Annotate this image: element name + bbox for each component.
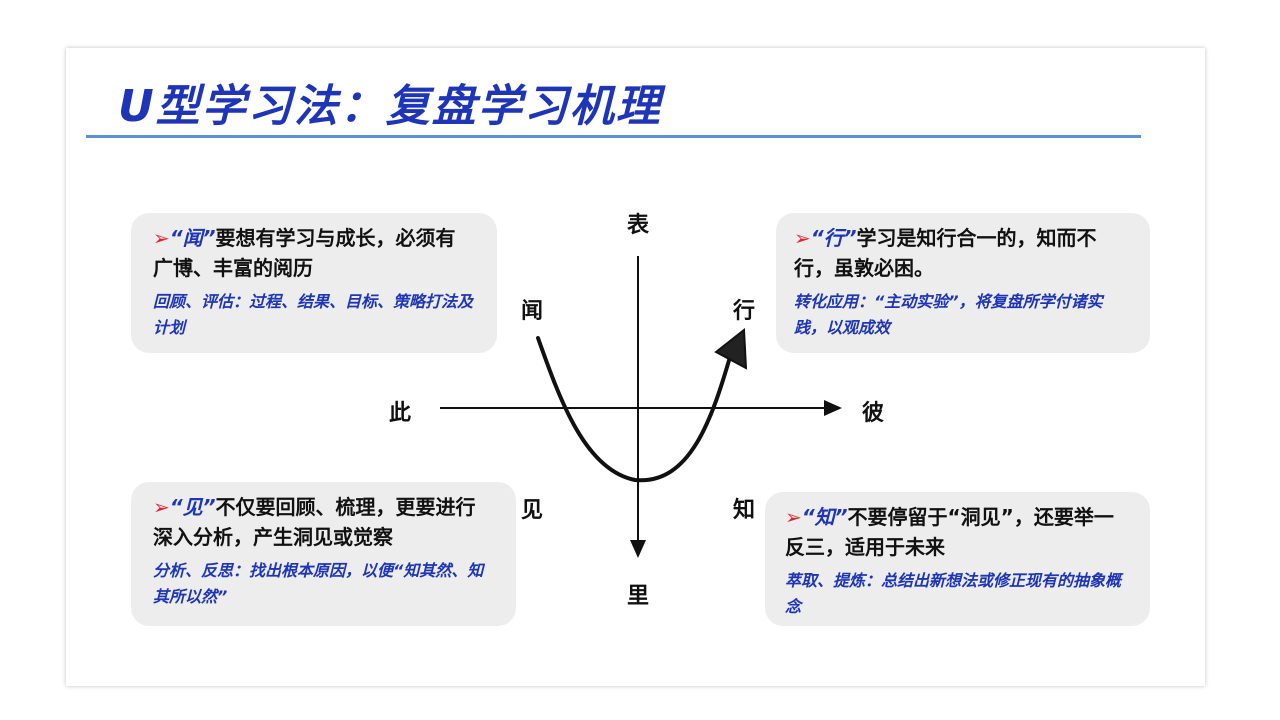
title-divider (86, 135, 1141, 138)
card-jian-key: “见” (169, 495, 216, 519)
card-wen-key: “闻” (169, 226, 216, 250)
card-zhi-heading: ➢“知”不要停留于“洞见”，还要举一反三，适用于未来 (785, 502, 1132, 562)
axis-label-top: 表 (627, 213, 650, 238)
stage-label-jian: 见 (521, 498, 544, 523)
axis-label-left: 此 (389, 401, 412, 426)
card-xing: ➢“行”学习是知行合一的，知而不行，虽敦必困。 转化应用：“主动实验”，将复盘所… (776, 213, 1150, 353)
card-zhi: ➢“知”不要停留于“洞见”，还要举一反三，适用于未来 萃取、提炼：总结出新想法或… (765, 492, 1150, 626)
axis-label-bottom: 里 (627, 584, 650, 609)
stage-label-wen: 闻 (521, 299, 544, 324)
card-wen-subtext: 回顾、评估：过程、结果、目标、策略打法及计划 (153, 292, 474, 337)
bullet-arrow-icon: ➢ (785, 505, 802, 529)
card-zhi-key: “知” (801, 505, 848, 529)
stage-label-xing: 行 (733, 299, 756, 324)
card-xing-heading: ➢“行”学习是知行合一的，知而不行，虽敦必困。 (794, 223, 1132, 283)
card-wen-text: 要想有学习与成长，必须有广博、丰富的阅历 (153, 226, 456, 280)
card-zhi-subtext: 萃取、提炼：总结出新想法或修正现有的抽象概念 (785, 571, 1122, 616)
card-xing-text: 学习是知行合一的，知而不行，虽敦必困。 (794, 226, 1097, 280)
card-xing-key: “行” (810, 226, 857, 250)
page-title: U型学习法：复盘学习机理 (118, 81, 662, 132)
card-jian-subtext: 分析、反思：找出根本原因，以便“知其然、知其所以然” (153, 561, 484, 606)
axis-label-right: 彼 (862, 401, 885, 426)
card-xing-subtext: 转化应用：“主动实验”，将复盘所学付诸实践，以观成效 (794, 292, 1103, 337)
bullet-arrow-icon: ➢ (794, 226, 811, 250)
bullet-arrow-icon: ➢ (153, 495, 170, 519)
card-jian-text: 不仅要回顾、梳理，更要进行深入分析，产生洞见或觉察 (153, 495, 476, 549)
card-zhi-text: 不要停留于“洞见”，还要举一反三，适用于未来 (785, 505, 1114, 559)
card-wen: ➢“闻”要想有学习与成长，必须有广博、丰富的阅历 回顾、评估：过程、结果、目标、… (131, 213, 497, 353)
card-jian: ➢“见”不仅要回顾、梳理，更要进行深入分析，产生洞见或觉察 分析、反思：找出根本… (131, 482, 516, 626)
card-wen-heading: ➢“闻”要想有学习与成长，必须有广博、丰富的阅历 (153, 223, 475, 283)
bullet-arrow-icon: ➢ (153, 226, 170, 250)
stage-label-zhi: 知 (733, 498, 756, 523)
card-jian-heading: ➢“见”不仅要回顾、梳理，更要进行深入分析，产生洞见或觉察 (153, 492, 494, 552)
